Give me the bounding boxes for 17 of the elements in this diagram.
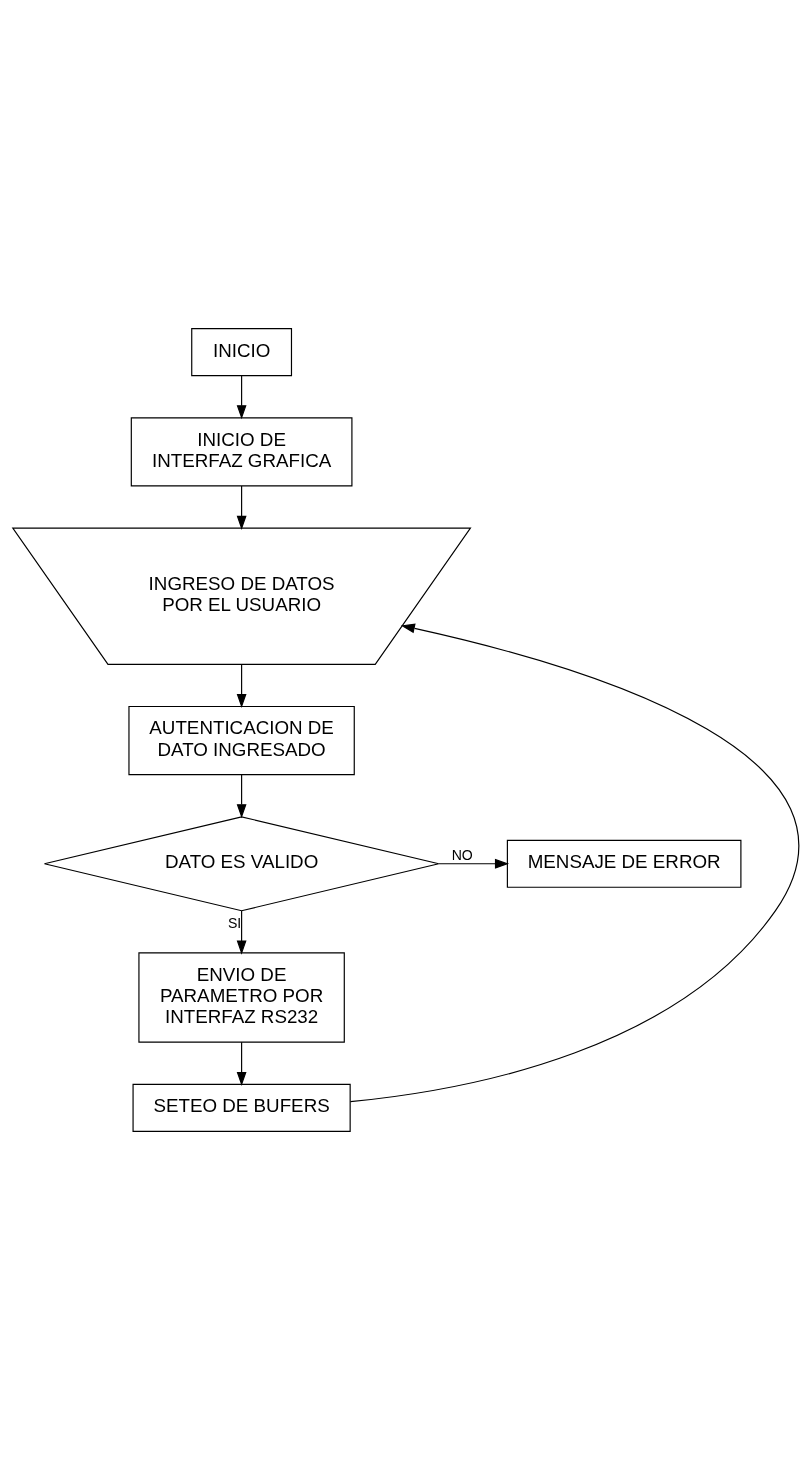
edge-label: NO [451,846,473,863]
arrow [236,374,247,419]
node-box: INICIO [191,327,293,376]
arrow [349,623,800,1102]
node-diamond: DATO ES VALIDO [43,815,440,911]
arrow [236,484,247,530]
node-box: AUTENTICACION DE DATO INGRESADO [128,705,355,775]
node-box: MENSAJE DE ERROR [506,839,742,888]
node-box: ENVIO DE PARAMETRO POR INTERFAZ RS232 [138,951,345,1043]
node-box: SETEO DE BUFERS [132,1083,351,1132]
arrow [438,858,510,869]
arrow [236,773,247,818]
node-box: INICIO DE INTERFAZ GRAFICA [130,416,353,486]
arrow [236,909,247,955]
edge-label: SI [227,914,242,931]
arrow [236,1041,247,1086]
arrow [236,663,247,708]
